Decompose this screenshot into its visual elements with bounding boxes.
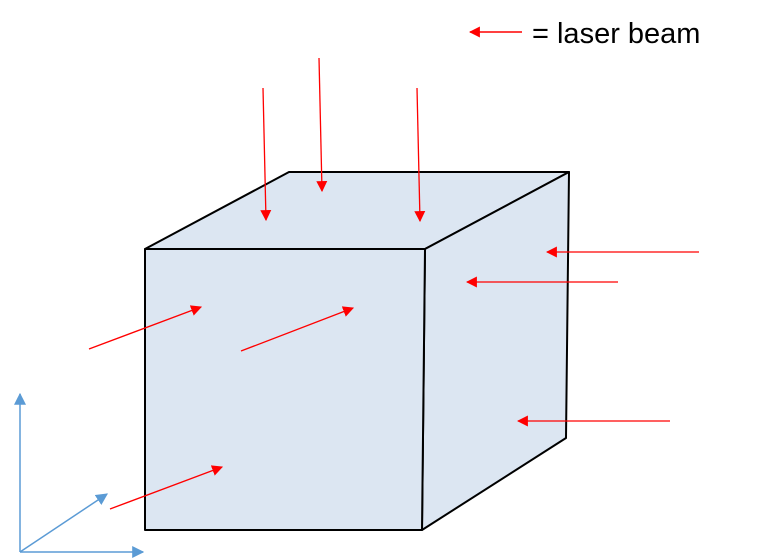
beam-front-3 [109,465,224,510]
beam-front-1 [88,305,203,350]
beam-top-1 [260,87,272,222]
cube [144,171,570,531]
legend: = laser beam [468,18,700,50]
top-beams [260,57,426,223]
beam-top-3 [414,87,426,223]
axis-depth [19,493,108,553]
coordinate-axes-icon [14,392,145,558]
legend-label: = laser beam [532,18,700,50]
cube-front-face [144,248,426,531]
beam-top-2 [316,57,328,193]
side-beams [465,246,699,427]
front-beams [88,305,355,510]
beam-front-2 [240,306,355,352]
